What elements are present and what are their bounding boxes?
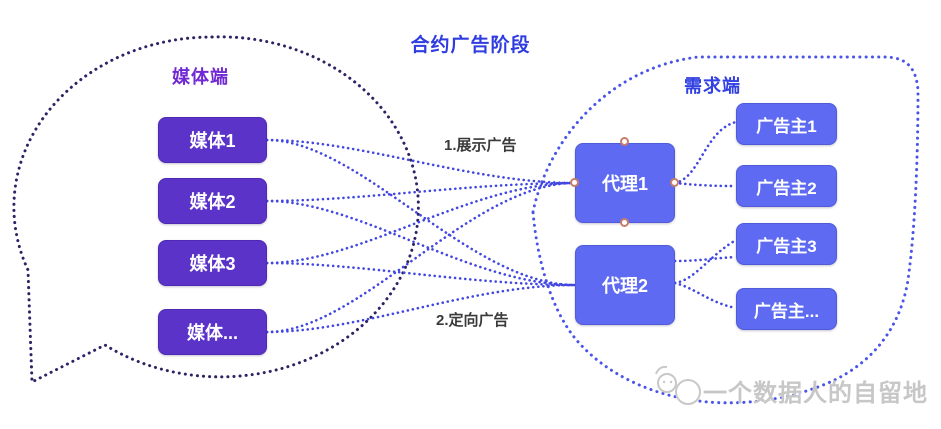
agent1-selection-handle-left[interactable]	[570, 178, 579, 187]
media-node-2[interactable]: 媒体2	[158, 178, 267, 224]
media-node-more[interactable]: 媒体...	[158, 309, 267, 355]
link-media4-agent1	[265, 181, 577, 334]
link-agent1-adv2	[673, 181, 738, 188]
link-media3-agent2	[265, 261, 577, 287]
watermark-text: 一个数据人的自留地	[703, 380, 928, 407]
agent1-selection-handle-bottom[interactable]	[620, 218, 629, 227]
link-agent2-adv4	[673, 281, 738, 310]
advertiser-node-more[interactable]: 广告主...	[736, 288, 837, 330]
link-agent2-adv3-straight	[673, 255, 738, 263]
media-node-3[interactable]: 媒体3	[158, 240, 267, 286]
advertiser-node-3[interactable]: 广告主3	[736, 223, 837, 265]
link-media3-agent1	[265, 181, 577, 265]
advertiser-node-2[interactable]: 广告主2	[736, 165, 837, 207]
link-media2-agent2	[265, 199, 577, 287]
demand-bubble-outline	[531, 55, 920, 405]
link-media4-agent2	[265, 283, 577, 334]
link-media1-agent2	[265, 138, 577, 287]
link-agent2-adv3	[673, 238, 738, 285]
agent1-selection-handle-right[interactable]	[670, 178, 679, 187]
flow-label-targeted-ads: 2.定向广告	[436, 312, 509, 329]
advertiser-node-1[interactable]: 广告主1	[736, 103, 837, 145]
link-agent1-adv1	[673, 120, 738, 185]
flow-label-display-ads: 1.展示广告	[444, 137, 517, 154]
media-node-1[interactable]: 媒体1	[158, 117, 267, 163]
watermark-logo	[655, 365, 701, 405]
page-title: 合约广告阶段	[410, 35, 531, 56]
media-side-heading: 媒体端	[172, 67, 229, 87]
link-media1-agent1	[265, 138, 577, 185]
link-media2-agent1	[265, 181, 577, 203]
demand-side-heading: 需求端	[684, 76, 741, 96]
agent-node-1[interactable]: 代理1	[575, 143, 675, 223]
media-bubble-outline	[12, 35, 420, 385]
agent1-selection-handle-top[interactable]	[620, 137, 629, 146]
agent-node-2[interactable]: 代理2	[575, 245, 675, 325]
